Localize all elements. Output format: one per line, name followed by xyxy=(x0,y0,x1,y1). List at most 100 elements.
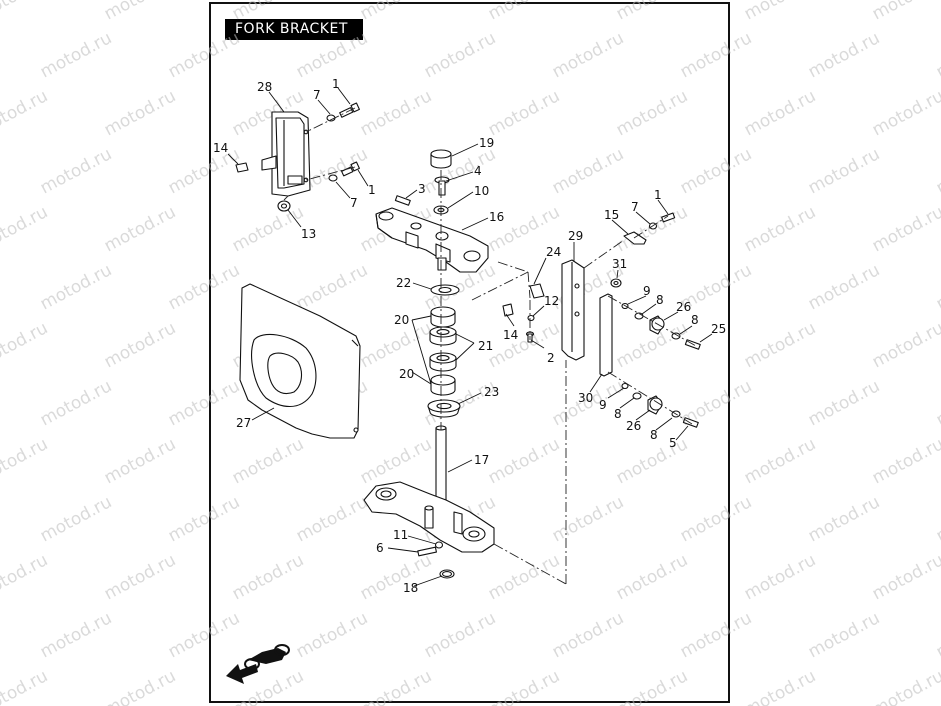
watermark-text: motod.ru xyxy=(869,202,941,256)
watermark-text: motod.ru xyxy=(549,608,627,662)
watermark-text: motod.ru xyxy=(869,434,941,488)
callout-28a: 28 xyxy=(257,80,272,94)
clip-15 xyxy=(623,231,647,245)
callout-30: 30 xyxy=(578,391,593,405)
callout-1c: 1 xyxy=(654,188,662,202)
callout-14a: 14 xyxy=(213,141,228,155)
watermark-text: motod.ru xyxy=(165,492,243,546)
watermark-text: motod.ru xyxy=(0,318,51,372)
clip-14b xyxy=(502,303,514,317)
watermark-text: motod.ru xyxy=(741,318,819,372)
watermark-text: motod.ru xyxy=(421,28,499,82)
callout-20a: 20 xyxy=(394,313,409,327)
watermark-text: motod.ru xyxy=(357,86,435,140)
seal-20a xyxy=(430,306,456,328)
watermark-text: motod.ru xyxy=(485,86,563,140)
callout-8b: 8 xyxy=(691,313,699,327)
watermark-text: motod.ru xyxy=(869,0,941,24)
watermark-text: motod.ru xyxy=(357,434,435,488)
watermark-text: motod.ru xyxy=(485,0,563,24)
washer-8c xyxy=(632,392,642,400)
washer-8a xyxy=(634,312,644,320)
watermark-text: motod.ru xyxy=(165,608,243,662)
watermark-text: motod.ru xyxy=(805,376,883,430)
watermark-text: motod.ru xyxy=(869,86,941,140)
watermark-text: motod.ru xyxy=(37,260,115,314)
assembly-lines xyxy=(283,107,697,585)
watermark-text: motod.ru xyxy=(549,144,627,198)
watermark-text: motod.ru xyxy=(613,434,691,488)
callout-7a: 7 xyxy=(313,88,321,102)
watermark-text: motod.ru xyxy=(933,608,941,662)
watermark-text: motod.ru xyxy=(37,28,115,82)
callout-26a: 26 xyxy=(676,300,691,314)
watermark-text: motod.ru xyxy=(357,550,435,604)
watermark-text: motod.ru xyxy=(0,0,51,24)
front-direction-icon xyxy=(226,644,290,684)
watermark-text: motod.ru xyxy=(933,376,941,430)
clip-14a xyxy=(235,162,249,173)
watermark-text: motod.ru xyxy=(101,434,179,488)
watermark-text: motod.ru xyxy=(933,492,941,546)
callout-21: 21 xyxy=(478,339,493,353)
watermark-text: motod.ru xyxy=(933,28,941,82)
watermark-text: motod.ru xyxy=(741,550,819,604)
watermark-text: motod.ru xyxy=(165,376,243,430)
callout-13: 13 xyxy=(301,227,316,241)
watermark-text: motod.ru xyxy=(293,28,371,82)
watermark-text: motod.ru xyxy=(0,434,51,488)
callout-16: 16 xyxy=(489,210,504,224)
bracket-plate-28 xyxy=(261,111,311,197)
callout-labels: 28 7 1 14 1 7 13 19 4 3 10 16 1 15 7 29 … xyxy=(213,77,726,595)
watermark-text: motod.ru xyxy=(805,28,883,82)
bolt-5 xyxy=(682,417,699,428)
watermark-text: motod.ru xyxy=(485,434,563,488)
watermark-text: motod.ru xyxy=(805,260,883,314)
nut-11 xyxy=(434,541,444,549)
watermark-text: motod.ru xyxy=(933,144,941,198)
callout-22: 22 xyxy=(396,276,411,290)
watermark-text: motod.ru xyxy=(101,318,179,372)
callout-27: 27 xyxy=(236,416,251,430)
mounting-strip-30 xyxy=(599,293,613,377)
watermark-text: motod.ru xyxy=(165,28,243,82)
watermark-text: motod.ru xyxy=(293,260,371,314)
watermark-text: motod.ru xyxy=(293,492,371,546)
washer-9b xyxy=(621,382,629,390)
watermark-text: motod.ru xyxy=(741,0,819,24)
callout-9b: 9 xyxy=(599,398,607,412)
watermark-text: motod.ru xyxy=(677,492,755,546)
watermark-text: motod.ru xyxy=(101,666,179,706)
screw-3 xyxy=(394,195,411,206)
race-22 xyxy=(430,284,460,296)
leader-lines xyxy=(227,87,713,587)
cap-19 xyxy=(430,149,452,169)
watermark-text: motod.ru xyxy=(37,144,115,198)
watermark-text: motod.ru xyxy=(741,666,819,706)
watermark-text: motod.ru xyxy=(37,608,115,662)
watermark-text: motod.ru xyxy=(741,86,819,140)
callout-7b: 7 xyxy=(350,196,358,210)
watermark-text: motod.ru xyxy=(0,666,51,706)
watermark-text: motod.ru xyxy=(613,0,691,24)
watermark-text: motod.ru xyxy=(165,260,243,314)
callout-2: 2 xyxy=(547,351,555,365)
callout-19: 19 xyxy=(479,136,494,150)
watermark-text: motod.ru xyxy=(805,144,883,198)
watermark-text: motod.ru xyxy=(101,0,179,24)
callout-5: 5 xyxy=(669,436,677,450)
snap-ring-18 xyxy=(439,569,455,579)
callout-17: 17 xyxy=(474,453,489,467)
callout-9a: 9 xyxy=(643,284,651,298)
watermark-text: motod.ru xyxy=(613,666,691,706)
watermark-text: motod.ru xyxy=(229,202,307,256)
callout-8c: 8 xyxy=(614,407,622,421)
screw-1a xyxy=(339,102,360,118)
watermark-text: motod.ru xyxy=(0,550,51,604)
watermark-text: motod.ru xyxy=(677,28,755,82)
callout-8a: 8 xyxy=(656,293,664,307)
bearing-21a xyxy=(429,326,457,346)
nut-12 xyxy=(527,314,535,322)
callout-4: 4 xyxy=(474,164,482,178)
